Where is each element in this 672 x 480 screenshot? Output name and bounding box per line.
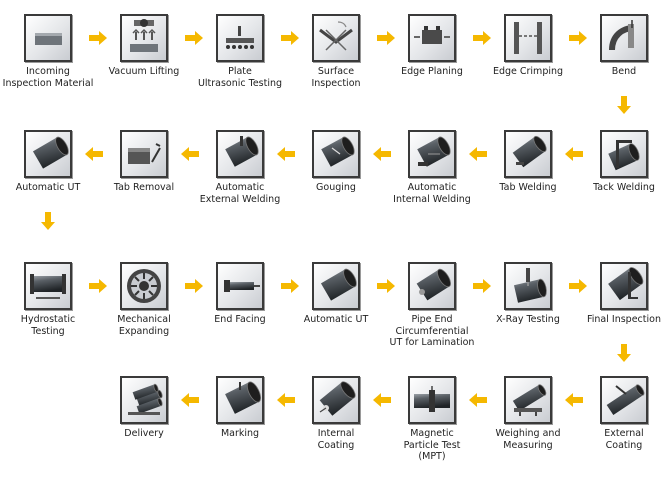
internal-welding-icon xyxy=(408,130,456,178)
flow-arrow-left xyxy=(181,147,199,161)
flow-arrow-right xyxy=(473,279,491,293)
step-label: Edge Planing xyxy=(401,66,463,77)
ultrasonic-plate-icon xyxy=(216,14,264,62)
flow-arrow-left xyxy=(85,147,103,161)
end-facing-icon xyxy=(216,262,264,310)
step-label: X-Ray Testing xyxy=(496,314,560,325)
step-label: Automatic External Welding xyxy=(199,182,281,205)
step-label: Bend xyxy=(611,66,637,77)
flow-arrow-left xyxy=(277,147,295,161)
delivery-icon xyxy=(120,376,168,424)
step-label: External Coating xyxy=(604,428,644,451)
flow-arrow-right xyxy=(185,279,203,293)
flow-arrow-right xyxy=(89,31,107,45)
surface-inspection-icon xyxy=(312,14,360,62)
flow-arrow-down xyxy=(617,344,631,362)
vacuum-lift-icon xyxy=(120,14,168,62)
external-coating-icon xyxy=(600,376,648,424)
step-label: End Facing xyxy=(214,314,266,325)
step-label: Internal Coating xyxy=(317,428,355,451)
step-label: Tack Welding xyxy=(593,182,655,193)
step-label: Automatic UT xyxy=(15,182,81,193)
bend-icon xyxy=(600,14,648,62)
flow-arrow-right xyxy=(377,31,395,45)
gouging-icon xyxy=(312,130,360,178)
flow-arrow-right xyxy=(89,279,107,293)
step-label: Vacuum Lifting xyxy=(108,66,180,77)
flow-arrow-left xyxy=(373,393,391,407)
mpt-icon xyxy=(408,376,456,424)
edge-crimping-icon xyxy=(504,14,552,62)
pipe-end-ut-icon xyxy=(408,262,456,310)
external-welding-icon xyxy=(216,130,264,178)
flow-arrow-left xyxy=(469,393,487,407)
step-label: Gouging xyxy=(316,182,356,193)
tab-welding-icon xyxy=(504,130,552,178)
step-label: Mechanical Expanding xyxy=(117,314,171,337)
flow-arrow-right xyxy=(473,31,491,45)
flow-arrow-right xyxy=(569,31,587,45)
step-label: Edge Crimping xyxy=(492,66,564,77)
pipe-icon xyxy=(24,130,72,178)
step-label: Hydrostatic Testing xyxy=(20,314,76,337)
flow-arrow-left xyxy=(469,147,487,161)
flow-arrow-down xyxy=(41,212,55,230)
step-label: Automatic Internal Welding xyxy=(393,182,471,205)
step-label: Tab Removal xyxy=(113,182,175,193)
final-inspection-icon xyxy=(600,262,648,310)
flow-arrow-right xyxy=(281,279,299,293)
xray-icon xyxy=(504,262,552,310)
step-label: Plate Ultrasonic Testing xyxy=(197,66,283,89)
expander-icon xyxy=(120,262,168,310)
step-label: Pipe End Circumferential UT for Laminati… xyxy=(389,314,475,348)
flow-arrow-left xyxy=(565,147,583,161)
flow-arrow-left xyxy=(181,393,199,407)
step-label: Tab Welding xyxy=(499,182,557,193)
marking-icon xyxy=(216,376,264,424)
edge-planing-icon xyxy=(408,14,456,62)
flow-arrow-left xyxy=(277,393,295,407)
step-label: Marking xyxy=(220,428,260,439)
step-label: Magnetic Particle Test (MPT) xyxy=(403,428,461,462)
flow-arrow-down xyxy=(617,96,631,114)
plate-icon xyxy=(24,14,72,62)
flow-arrow-right xyxy=(185,31,203,45)
flow-arrow-right xyxy=(377,279,395,293)
step-label: Delivery xyxy=(124,428,164,439)
flow-arrow-left xyxy=(373,147,391,161)
flow-arrow-right xyxy=(569,279,587,293)
hydrostatic-icon xyxy=(24,262,72,310)
step-label: Final Inspection xyxy=(587,314,661,325)
tab-removal-icon xyxy=(120,130,168,178)
step-label: Incoming Inspection Material xyxy=(2,66,94,89)
step-label: Weighing and Measuring xyxy=(495,428,561,451)
flow-arrow-right xyxy=(281,31,299,45)
flow-arrow-left xyxy=(565,393,583,407)
tack-welding-icon xyxy=(600,130,648,178)
internal-coating-icon xyxy=(312,376,360,424)
step-label: Automatic UT xyxy=(303,314,369,325)
weighing-icon xyxy=(504,376,552,424)
step-label: Surface Inspection xyxy=(311,66,361,89)
pipe-icon xyxy=(312,262,360,310)
